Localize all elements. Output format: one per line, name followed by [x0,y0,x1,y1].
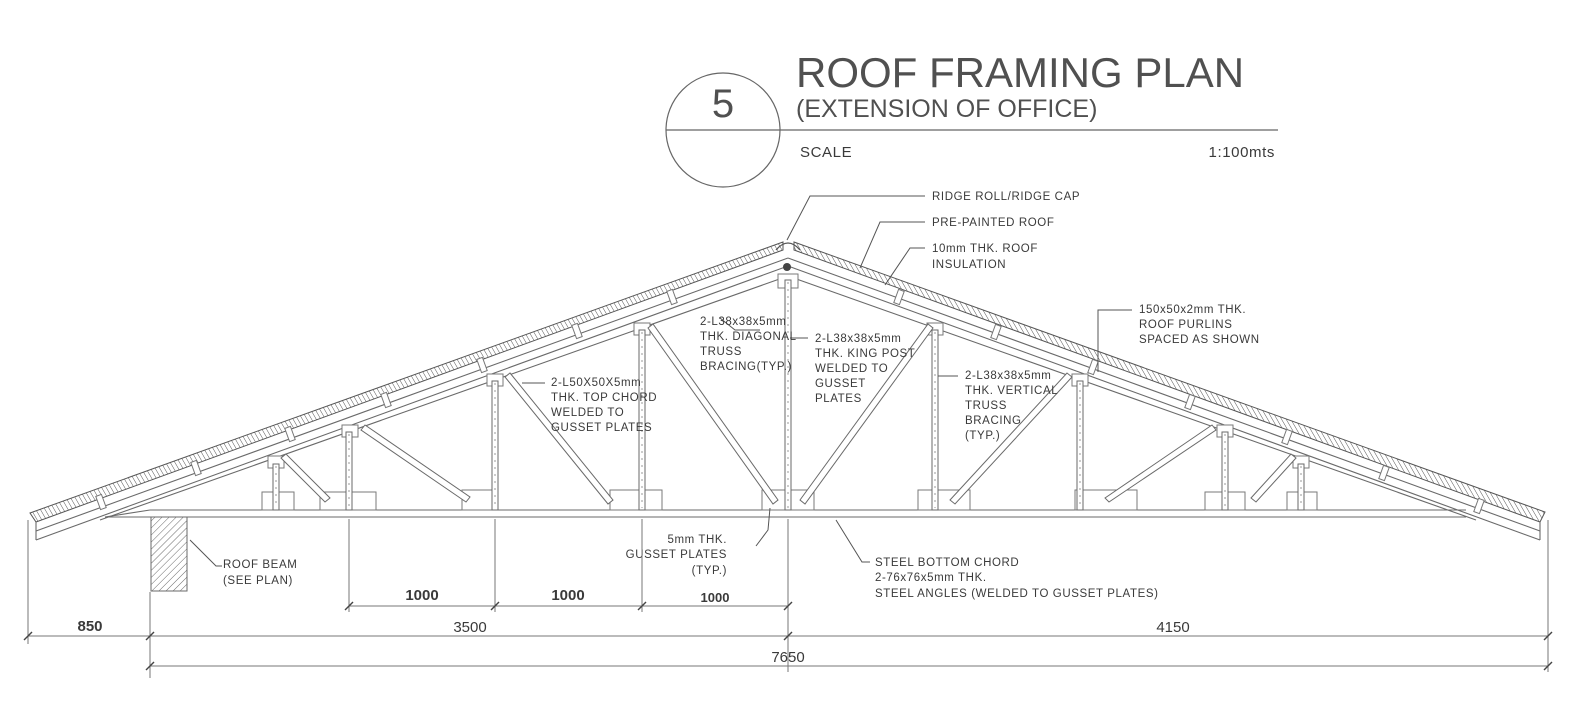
svg-text:SPACED AS SHOWN: SPACED AS SHOWN [1139,334,1260,346]
svg-text:150x50x2mm THK.: 150x50x2mm THK. [1139,304,1246,316]
scale-label: SCALE [800,144,852,161]
svg-text:GUSSET PLATES: GUSSET PLATES [626,549,727,561]
svg-text:TRUSS: TRUSS [700,346,742,358]
svg-text:5mm THK.: 5mm THK. [667,534,727,546]
svg-text:10mm THK. ROOF: 10mm THK. ROOF [932,243,1038,255]
callout-roof-beam: ROOF BEAM (SEE PLAN) [223,559,297,587]
svg-text:2-L38x38x5mm: 2-L38x38x5mm [700,316,786,328]
callout-king-post: 2-L38x38x5mm THK. KING POST WELDED TO GU… [815,333,915,405]
scale-value: 1:100mts [1209,144,1276,161]
svg-text:BRACING: BRACING [965,415,1022,427]
svg-text:(TYP.): (TYP.) [692,565,727,577]
drawing-title: ROOF FRAMING PLAN [796,49,1244,96]
svg-text:(SEE PLAN): (SEE PLAN) [223,575,293,587]
svg-text:2-L38x38x5mm: 2-L38x38x5mm [965,370,1051,382]
drawing-number: 5 [712,82,734,126]
roof-sheeting [29,241,1546,541]
roof-sheet-right [793,241,1546,523]
svg-text:GUSSET PLATES: GUSSET PLATES [551,422,652,434]
ridge-cap [775,242,801,251]
dim-overhang: 850 [77,618,102,635]
svg-text:2-L38x38x5mm: 2-L38x38x5mm [815,333,901,345]
leader-lines [189,195,1132,567]
callout-bottom-chord: STEEL BOTTOM CHORD 2-76x76x5mm THK. STEE… [875,557,1159,600]
callout-pre-painted-roof: PRE-PAINTED ROOF [932,217,1054,229]
svg-text:STEEL BOTTOM CHORD: STEEL BOTTOM CHORD [875,557,1019,569]
dimension-lines [23,519,1553,678]
roof-purlins [95,288,1485,515]
callout-gusset-plates: 5mm THK. GUSSET PLATES (TYP.) [626,534,727,577]
bottom-chord [104,509,1466,518]
roof-sheet-left [29,241,784,523]
svg-text:WELDED TO: WELDED TO [815,363,888,375]
dim-bay-1: 1000 [405,587,438,604]
svg-text:THK. VERTICAL: THK. VERTICAL [965,385,1058,397]
roof-beam [150,516,188,592]
callout-diagonal-bracing: 2-L38x38x5mm THK. DIAGONAL TRUSS BRACING… [700,316,797,373]
svg-text:STEEL ANGLES (WELDED TO GUSSET: STEEL ANGLES (WELDED TO GUSSET PLATES) [875,588,1159,600]
vertical-members [272,279,1305,511]
svg-text:ROOF PURLINS: ROOF PURLINS [1139,319,1232,331]
svg-text:RIDGE ROLL/RIDGE CAP: RIDGE ROLL/RIDGE CAP [932,191,1080,203]
dim-bay-3: 1000 [701,590,730,605]
callout-top-chord: 2-L50X50X5mm THK. TOP CHORD WELDED TO GU… [551,377,657,434]
svg-text:PRE-PAINTED ROOF: PRE-PAINTED ROOF [932,217,1054,229]
ridge-bolt [783,263,791,271]
svg-text:ROOF BEAM: ROOF BEAM [223,559,297,571]
dim-total: 7650 [771,649,804,666]
callout-vertical-bracing: 2-L38x38x5mm THK. VERTICAL TRUSS BRACING… [965,370,1058,442]
svg-text:(TYP.): (TYP.) [965,430,1000,442]
dim-right-span: 4150 [1156,619,1189,636]
svg-text:THK. DIAGONAL: THK. DIAGONAL [700,331,797,343]
callout-insulation: 10mm THK. ROOF INSULATION [932,243,1038,271]
svg-text:THK. KING POST: THK. KING POST [815,348,915,360]
svg-text:PLATES: PLATES [815,393,862,405]
callout-purlins: 150x50x2mm THK. ROOF PURLINS SPACED AS S… [1139,304,1260,346]
svg-text:TRUSS: TRUSS [965,400,1007,412]
svg-text:BRACING(TYP.): BRACING(TYP.) [700,361,792,373]
svg-text:2-76x76x5mm THK.: 2-76x76x5mm THK. [875,572,987,584]
svg-text:WELDED TO: WELDED TO [551,407,624,419]
svg-text:2-L50X50X5mm: 2-L50X50X5mm [551,377,641,389]
svg-text:THK. TOP CHORD: THK. TOP CHORD [551,392,657,404]
svg-text:INSULATION: INSULATION [932,259,1006,271]
diagonal-members [280,323,1297,505]
dim-left-span: 3500 [453,619,486,636]
svg-text:GUSSET: GUSSET [815,378,866,390]
drawing-subtitle: (EXTENSION OF OFFICE) [796,95,1097,123]
callout-ridge-cap: RIDGE ROLL/RIDGE CAP [932,191,1080,203]
title-block: 5 ROOF FRAMING PLAN (EXTENSION OF OFFICE… [665,49,1278,188]
dim-bay-2: 1000 [551,587,584,604]
